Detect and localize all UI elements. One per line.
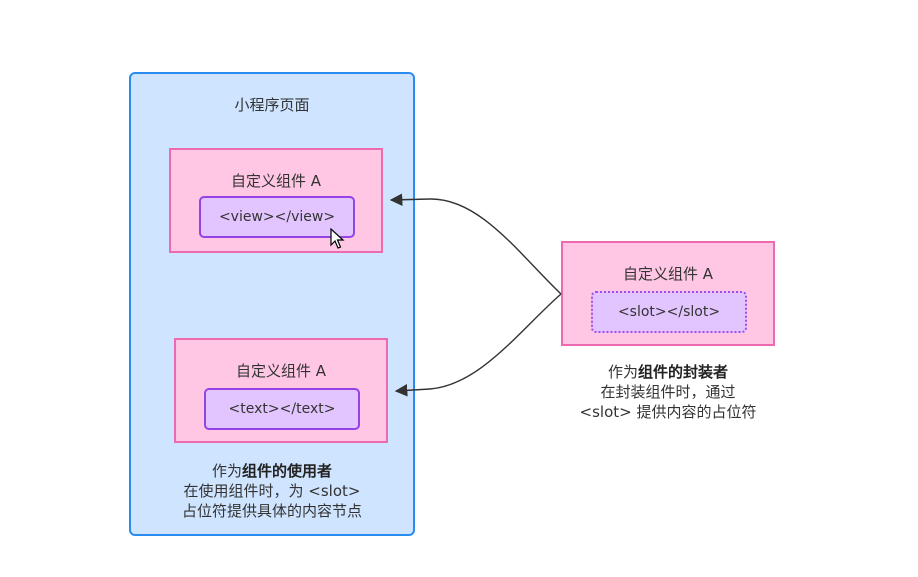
user-caption-line3: 占位符提供具体的内容节点 (181, 502, 362, 520)
text-node: <text></text> (204, 388, 360, 430)
arrow-to-bottom-component (394, 293, 562, 397)
component-title: 自定义组件 A (622, 265, 714, 283)
wrapper-caption-line1: 作为组件的封装者 (530, 362, 806, 382)
component-a-bottom: 自定义组件 A <text></text> (174, 338, 388, 443)
arrow-to-top-component (389, 193, 562, 295)
component-title: 自定义组件 A (235, 362, 327, 380)
user-caption-line2: 在使用组件时，为 <slot> (183, 482, 361, 500)
component-a-right: 自定义组件 A <slot></slot> (561, 241, 775, 346)
slot-node: <slot></slot> (591, 291, 747, 333)
mouse-cursor-icon (330, 228, 345, 249)
component-a-top: 自定义组件 A <view></view> (169, 148, 383, 253)
caption-prefix: 作为 (211, 462, 242, 480)
caption-prefix: 作为 (607, 363, 638, 381)
view-node: <view></view> (199, 196, 355, 238)
user-caption: 作为组件的使用者 在使用组件时，为 <slot> 占位符提供具体的内容节点 (129, 461, 415, 521)
user-caption-line1: 作为组件的使用者 (129, 461, 415, 481)
page-title: 小程序页面 (234, 96, 310, 114)
wrapper-caption-line2: 在封装组件时，通过 (600, 383, 736, 401)
caption-bold: 组件的使用者 (242, 462, 333, 480)
caption-bold: 组件的封装者 (638, 363, 729, 381)
wrapper-caption-line3: <slot> 提供内容的占位符 (579, 403, 757, 421)
component-title: 自定义组件 A (230, 172, 322, 190)
wrapper-caption: 作为组件的封装者 在封装组件时，通过 <slot> 提供内容的占位符 (530, 362, 806, 422)
